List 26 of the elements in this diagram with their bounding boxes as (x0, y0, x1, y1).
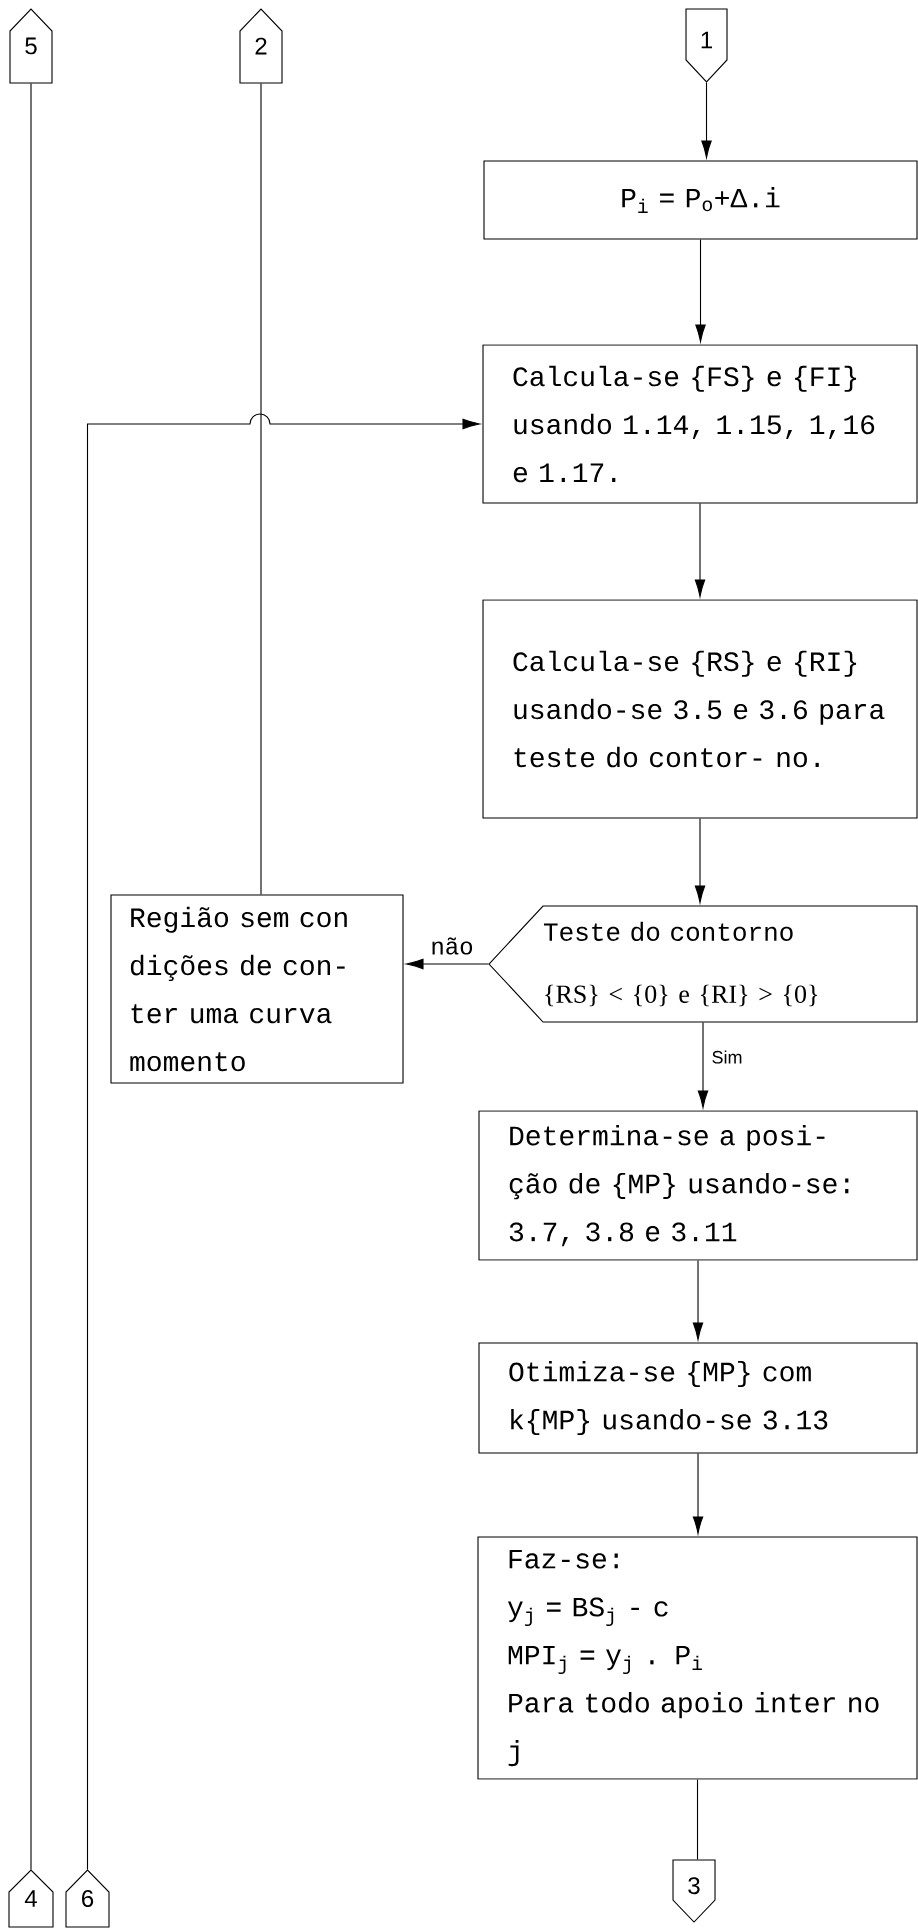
decision-box: Teste do contorno {RS} < {0} e {RI} > {0} (488, 905, 918, 1023)
off-page-connector: 3 (672, 1859, 716, 1923)
connector-line (30, 83, 32, 1870)
process-box: Otimiza-se {MP} com k{MP} usando-se 3.13 (478, 1342, 918, 1454)
process-box: Calcula-se {FS} e {FI} usando 1.14, 1.15, 1,16 e 1.17. (482, 344, 918, 504)
off-page-connector: 2 (239, 8, 283, 84)
process-box: Determina-se a posi- ção de {MP} usando-se: 3.7, 3.8 e 3.11 (478, 1110, 918, 1261)
arrow (694, 503, 706, 597)
arrow (86, 413, 480, 1870)
off-page-connector: 6 (65, 1869, 110, 1928)
connector-line (260, 83, 262, 895)
off-page-connector: 1 (685, 8, 728, 83)
off-page-connector: 4 (8, 1869, 54, 1928)
off-page-connector: 5 (9, 8, 53, 84)
process-box: Faz-se: y$_{j}$ = BS$_{j}$ - c MPI$_{j}$ = y$_{j}$ . P$_{i}$ Para todo apoio inter no j (477, 1536, 918, 1780)
arrow (694, 818, 706, 903)
edge-label: não (429, 936, 475, 956)
arrow (692, 1260, 704, 1340)
arrow (697, 1022, 709, 1108)
connector-line (696, 1779, 699, 1860)
process-box: P$_{i}$ = P$_{o}$+Δ.i (483, 160, 918, 240)
process-box: Região sem con dições de con- ter uma curva momento (110, 894, 404, 1084)
edge-label: Sim (710, 1049, 744, 1065)
arrow (406, 958, 489, 970)
process-box: Calcula-se {RS} e {RI} usando-se 3.5 e 3.6 para teste do contor- no. (482, 599, 918, 819)
arrow (692, 1453, 704, 1534)
